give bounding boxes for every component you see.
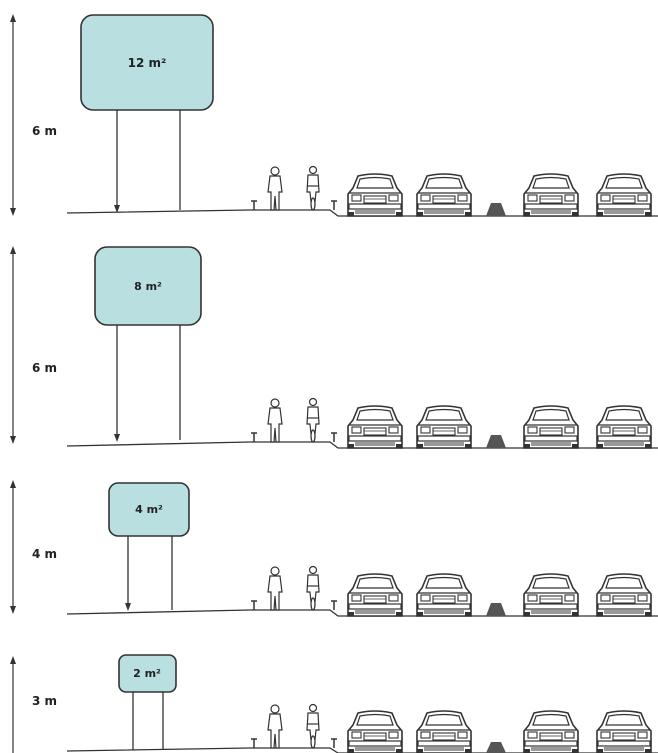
panel-2: 6 m 8 m² xyxy=(10,246,658,449)
sign-area-label: 4 m² xyxy=(135,503,163,516)
arrow-up-icon xyxy=(10,480,16,488)
median-divider-icon xyxy=(486,435,506,448)
pedestrian-icon xyxy=(267,166,283,211)
arrow-down-icon xyxy=(10,208,16,216)
cyclist-icon xyxy=(306,165,320,211)
car-front-icon xyxy=(596,173,652,217)
car-front-icon xyxy=(596,710,652,753)
median-divider-icon xyxy=(486,603,506,616)
pedestrian-icon xyxy=(267,704,283,749)
panel-4: 3 m 2 m² xyxy=(10,654,658,753)
height-label: 6 m xyxy=(32,124,57,138)
bollard-icon xyxy=(330,600,338,611)
billboard-sign xyxy=(80,14,214,111)
bollard-icon xyxy=(250,600,258,611)
arrow-down-icon xyxy=(125,603,131,611)
bollard-icon xyxy=(250,200,258,211)
median-divider-icon xyxy=(486,742,506,753)
car-front-icon xyxy=(416,405,472,449)
bollard-icon xyxy=(330,432,338,443)
median-divider-icon xyxy=(486,203,506,216)
sign-area-label: 8 m² xyxy=(134,280,162,293)
billboard-sign xyxy=(94,246,202,326)
cyclist-icon xyxy=(306,703,320,749)
pedestrian-icon xyxy=(267,398,283,443)
sign-area-label: 12 m² xyxy=(128,56,167,70)
car-front-icon xyxy=(416,173,472,217)
car-front-icon xyxy=(523,710,579,753)
bollard-icon xyxy=(330,200,338,211)
arrow-down-icon xyxy=(10,436,16,444)
car-front-icon xyxy=(523,573,579,617)
sign-area-label: 2 m² xyxy=(133,667,161,680)
height-label: 4 m xyxy=(32,547,57,561)
car-front-icon xyxy=(347,173,403,217)
bollard-icon xyxy=(330,738,338,749)
car-front-icon xyxy=(523,405,579,449)
panel-3: 4 m 4 m² xyxy=(10,480,658,617)
car-front-icon xyxy=(347,405,403,449)
arrow-down-icon xyxy=(10,606,16,614)
pedestrian-icon xyxy=(267,566,283,611)
cyclist-icon xyxy=(306,397,320,443)
car-front-icon xyxy=(416,710,472,753)
arrow-down-icon xyxy=(114,434,120,442)
height-label: 6 m xyxy=(32,361,57,375)
car-front-icon xyxy=(523,173,579,217)
arrow-up-icon xyxy=(10,656,16,664)
billboard-sign xyxy=(108,482,190,537)
car-front-icon xyxy=(596,573,652,617)
car-front-icon xyxy=(347,710,403,753)
car-front-icon xyxy=(596,405,652,449)
panel-1: 6 m 12 m² xyxy=(10,14,658,217)
cyclist-icon xyxy=(306,565,320,611)
arrow-up-icon xyxy=(10,246,16,254)
billboard-sign xyxy=(118,654,177,693)
ground-line xyxy=(66,747,658,753)
arrow-up-icon xyxy=(10,14,16,22)
bollard-icon xyxy=(250,432,258,443)
arrow-down-icon xyxy=(114,205,120,213)
height-label: 3 m xyxy=(32,694,57,708)
bollard-icon xyxy=(250,738,258,749)
car-front-icon xyxy=(347,573,403,617)
car-front-icon xyxy=(416,573,472,617)
